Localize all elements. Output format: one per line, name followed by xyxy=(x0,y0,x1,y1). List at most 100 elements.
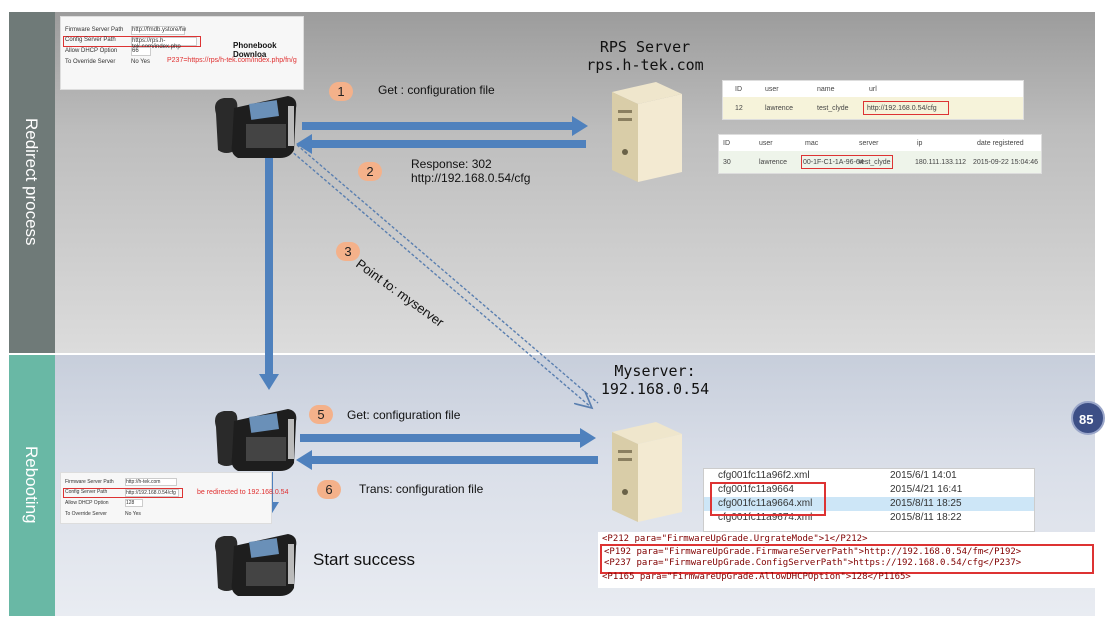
xml-highlight xyxy=(600,544,1094,574)
table-header: name xyxy=(817,86,835,93)
rps-server-host: rps.h-tek.com xyxy=(586,56,704,74)
arrow-get-config-rps xyxy=(302,116,588,136)
step-badge-1: 1 xyxy=(329,82,353,101)
list-item[interactable]: cfg001fc11a9664 2015/4/21 16:41 xyxy=(704,483,1034,497)
table-header: server xyxy=(859,140,879,147)
snippet-annotation: be redirected to 192.168.0.54 xyxy=(197,489,289,496)
server-tower-icon xyxy=(612,82,682,182)
step-6-label: Trans: configuration file xyxy=(359,482,484,496)
table-header: mac xyxy=(805,140,819,147)
xml-line: <P237 para="FirmwareUpGrade.ConfigServer… xyxy=(604,558,1022,568)
snippet-value: No Yes xyxy=(125,511,141,517)
xml-line: <P1165 para="FirmwareUpGrade.AllowDHCPOp… xyxy=(602,572,911,582)
snippet-value: 128 xyxy=(125,499,143,507)
redirect-section-bar: Redirect process xyxy=(9,12,55,353)
table-header: user xyxy=(759,140,773,147)
file-name: cfg001fc11a9664.xml xyxy=(718,498,813,509)
table-cell: 180.111.133.112 xyxy=(915,159,966,166)
snippet-highlight xyxy=(63,36,201,47)
ip-phone-icon xyxy=(215,96,297,158)
step-2-url: http://192.168.0.54/cfg xyxy=(411,171,531,185)
ip-phone-icon xyxy=(215,534,297,596)
myserver-title: Myserver: 192.168.0.54 xyxy=(570,362,740,398)
table-header: date registered xyxy=(977,140,1024,147)
table-cell: lawrence xyxy=(765,105,794,112)
arrow-trans-config xyxy=(296,450,598,470)
file-date: 2015/4/21 16:41 xyxy=(890,484,963,495)
xml-line: <P212 para="FirmwareUpGrade.UrgrateMode"… xyxy=(602,534,868,544)
bottom-config-snippet: Firmware Server Path http://h-tek.com Co… xyxy=(60,472,288,524)
table-row xyxy=(719,151,1041,173)
table-cell: test_clyde xyxy=(817,105,849,112)
snippet-label: Allow DHCP Option xyxy=(65,48,118,54)
arrow-point-to-myserver xyxy=(289,144,599,408)
snippet-label: Allow DHCP Option xyxy=(65,500,109,506)
snippet-highlight xyxy=(63,488,183,498)
snippet-label: To Override Server xyxy=(65,511,107,517)
server-tower-icon xyxy=(612,422,682,522)
step-2-response: Response: 302 xyxy=(411,157,492,171)
step-badge-5: 5 xyxy=(309,405,333,424)
table-cell: 2015-09-22 15:04:46 xyxy=(973,159,1038,166)
ip-phone-icon xyxy=(215,409,297,471)
rps-server-title: RPS Server rps.h-tek.com xyxy=(560,38,730,74)
table-cell: 00-1F-C1-1A-96-64 xyxy=(803,159,864,166)
snippet-value: https://rps.h-tek.com/index.php xyxy=(131,37,197,50)
table-header: url xyxy=(869,86,877,93)
file-highlight xyxy=(710,482,826,516)
snippet-value: No Yes xyxy=(131,59,151,65)
mac-highlight xyxy=(801,155,893,169)
table-header: ID xyxy=(723,140,730,147)
table-cell: lawrence xyxy=(759,159,788,166)
step-badge-2: 2 xyxy=(358,162,382,181)
arrow-response-302 xyxy=(296,134,586,154)
file-name: cfg001fc11a9664 xyxy=(718,484,794,495)
snippet-label: Firmware Server Path xyxy=(65,479,114,485)
snippet-value: 66 xyxy=(131,47,151,56)
file-name: cfg001fc11a96f2.xml xyxy=(718,470,810,481)
snippet-value: http://192.168.0.54/cfg xyxy=(125,489,179,497)
rps-table-device: ID user mac server ip date registered 30… xyxy=(718,134,1042,174)
step-2-label: Response: 302 http://192.168.0.54/cfg xyxy=(411,157,530,185)
file-date: 2015/6/1 14:01 xyxy=(890,470,957,481)
table-header: user xyxy=(765,86,779,93)
xml-line: <P192 para="FirmwareUpGrade.FirmwareServ… xyxy=(604,547,1022,557)
redirect-section-label: Redirect process xyxy=(22,118,41,246)
table-cell: http://192.168.0.54/cfg xyxy=(867,105,937,112)
step-5-label: Get: configuration file xyxy=(347,408,461,422)
table-cell: 12 xyxy=(735,105,743,112)
snippet-annotation: P237=https://rps/h-tek.com/index.php/fn/… xyxy=(167,57,297,64)
snippet-label: To Override Server xyxy=(65,59,116,65)
step-badge-6: 6 xyxy=(317,480,341,499)
snippet-value: http://fmdb.ystore/fw xyxy=(131,26,187,35)
start-success-label: Start success xyxy=(313,550,416,569)
arrow-reboot-down xyxy=(259,152,279,390)
list-item[interactable]: cfg001fc11a9664.xml 2015/8/11 18:25 xyxy=(704,497,1034,511)
top-config-snippet: Firmware Server Path http://fmdb.ystore/… xyxy=(60,16,304,90)
snippet-value: http://h-tek.com xyxy=(125,478,177,486)
config-file-list: cfg001fc11a96f2.xml 2015/6/1 14:01 cfg00… xyxy=(703,468,1035,532)
table-cell: test_clyde xyxy=(859,159,891,166)
table-cell: 30 xyxy=(723,159,731,166)
rps-server-name: RPS Server xyxy=(599,38,691,56)
file-date: 2015/8/11 18:22 xyxy=(890,512,962,523)
url-highlight xyxy=(863,101,949,115)
floating-badge[interactable]: 85 xyxy=(1071,401,1105,435)
xml-config-snippet: <P212 para="FirmwareUpGrade.UrgrateMode"… xyxy=(598,532,1095,588)
table-header: ip xyxy=(917,140,923,147)
step-1-label: Get : configuration file xyxy=(378,83,495,97)
file-date: 2015/8/11 18:25 xyxy=(890,498,962,509)
snippet-side-title: Phonebook Downloa xyxy=(233,41,277,59)
table-header: ID xyxy=(735,86,742,93)
list-item[interactable]: cfg001fc11a96f2.xml 2015/6/1 14:01 xyxy=(704,469,1034,483)
rebooting-section-bar: Rebooting xyxy=(9,355,55,616)
step-badge-3: 3 xyxy=(336,242,360,261)
file-name: cfg001fc11a9674.xml xyxy=(718,512,813,523)
rebooting-section-label: Rebooting xyxy=(22,446,41,524)
snippet-label: Firmware Server Path xyxy=(65,27,124,33)
rps-table-url: ID user name url 12 lawrence test_clyde … xyxy=(722,80,1024,120)
myserver-ip: 192.168.0.54 xyxy=(600,380,710,398)
snippet-label: Config Server Path xyxy=(65,37,116,43)
list-item[interactable]: cfg001fc11a9674.xml 2015/8/11 18:22 xyxy=(704,511,1034,525)
